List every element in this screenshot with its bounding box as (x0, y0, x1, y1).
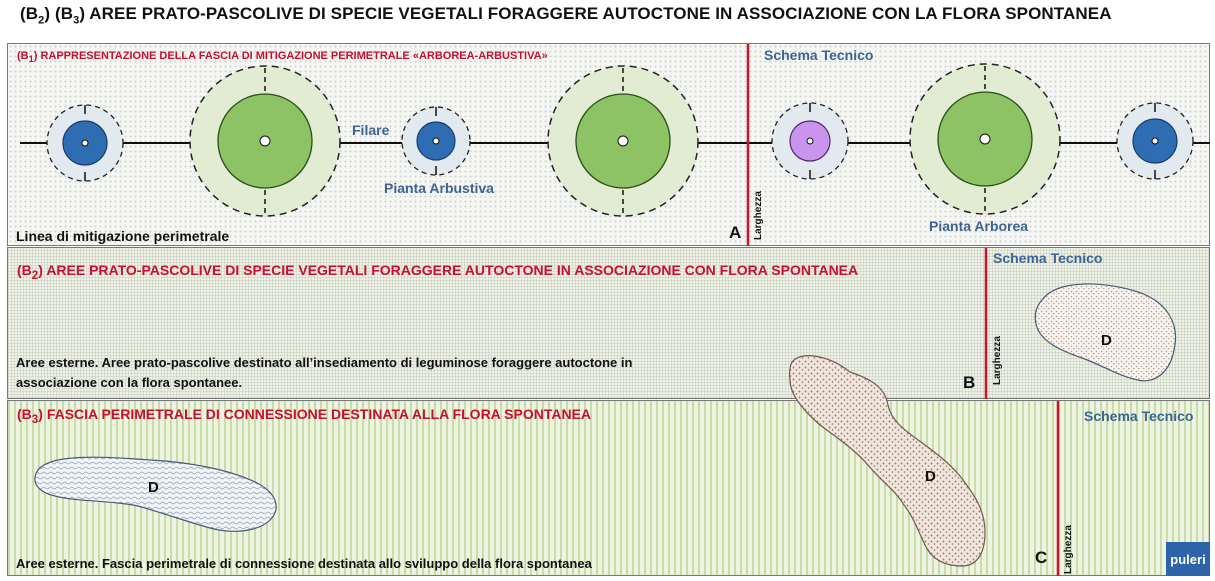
larghezza-label-a: Larghezza (753, 191, 764, 240)
panel-b2-description-line1: Aree esterne. Aree prato-pascolive desti… (16, 355, 633, 370)
schema-tecnico-label: Schema Tecnico (993, 250, 1103, 266)
tree-plant (547, 65, 699, 217)
puleri-logo: puleri (1166, 542, 1210, 576)
linea-mitigazione-label: Linea di mitigazione perimetrale (16, 228, 230, 244)
schema-tecnico-label: Schema Tecnico (764, 47, 874, 63)
filare-label: Filare (352, 122, 390, 138)
page-title: (B2) (B3) AREE PRATO-PASCOLIVE DI SPECIE… (20, 4, 1112, 27)
shrub-plant (1116, 102, 1194, 180)
panel-b3-description: Aree esterne. Fascia perimetrale di conn… (16, 556, 592, 571)
area-d-label: D (1101, 332, 1112, 349)
tree-plant (909, 63, 1061, 215)
area-d-shape (34, 456, 277, 532)
letter-b: B (963, 373, 976, 392)
panel-b2-description-line2: associazione con la flora spontanee. (16, 375, 243, 390)
area-d-shape (1034, 283, 1177, 382)
pianta-arbustiva-label: Pianta Arbustiva (384, 180, 494, 196)
area-d-shape (789, 355, 986, 567)
area-d-label: D (148, 479, 159, 496)
panel-b2-heading: (B2) AREE PRATO-PASCOLIVE DI SPECIE VEGE… (17, 262, 859, 282)
shrub-plant (46, 104, 124, 182)
letter-c: C (1035, 548, 1048, 567)
area-d-label: D (925, 468, 936, 485)
shrub-plant (401, 106, 471, 176)
panel-b1-heading: (B1) RAPPRESENTAZIONE DELLA FASCIA DI MI… (17, 50, 548, 65)
tree-plant (189, 65, 341, 217)
shrub-plant (771, 102, 849, 180)
larghezza-label-b: Larghezza (992, 336, 1003, 385)
pianta-arborea-label: Pianta Arborea (929, 218, 1029, 234)
panel-b3-heading: (B3) FASCIA PERIMETRALE DI CONNESSIONE D… (17, 406, 592, 426)
schema-tecnico-label: Schema Tecnico (1084, 408, 1194, 424)
larghezza-label-c: Larghezza (1063, 525, 1074, 574)
panel-b2 (7, 247, 1210, 399)
letter-a: A (729, 223, 742, 242)
